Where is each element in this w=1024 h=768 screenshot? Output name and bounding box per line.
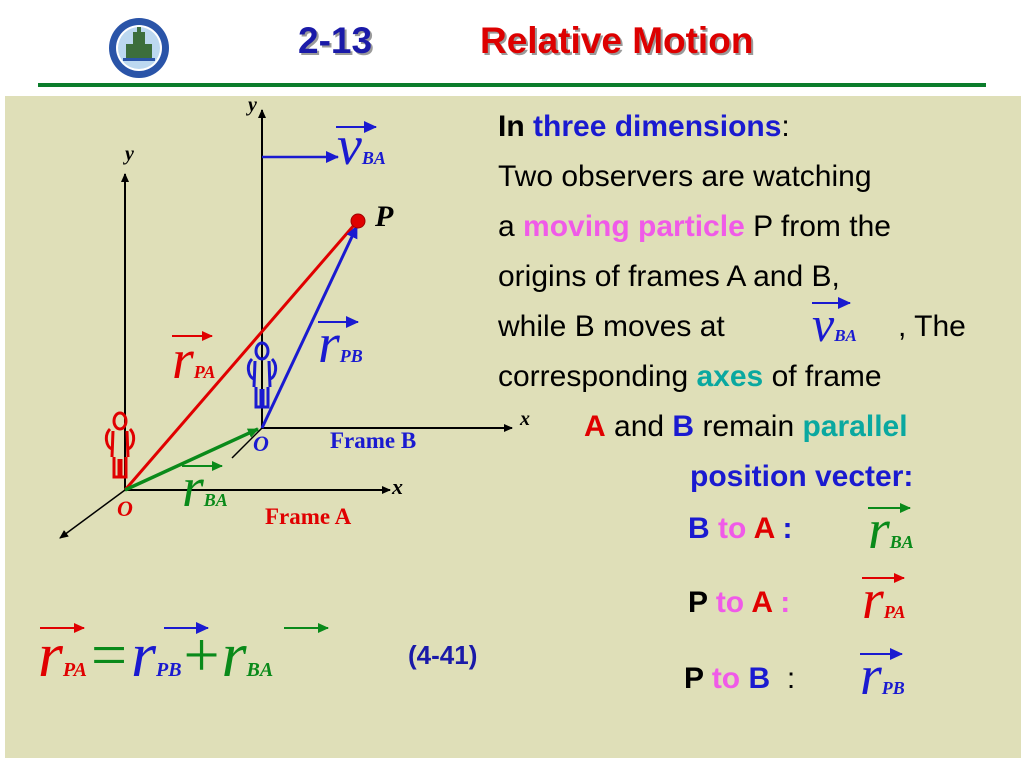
- r-ba-vector: [124, 427, 259, 492]
- row-p-to-a-symbol: rPA: [862, 569, 906, 631]
- text-line-6: corresponding axes of frame: [498, 360, 882, 393]
- row-p-to-a: P to A :: [688, 586, 791, 619]
- text-line-3: a moving particle P from the: [498, 210, 891, 243]
- r-ba-symbol: rBA: [182, 457, 228, 519]
- frame-b-label: Frame B: [330, 428, 417, 453]
- text-v-ba-symbol: vBA: [812, 296, 857, 352]
- r-pb-symbol: rPB: [318, 313, 363, 375]
- r-pa-symbol: rPA: [172, 329, 216, 391]
- row-p-to-b-symbol: rPB: [860, 645, 905, 707]
- row-b-to-a-symbol: rBA: [868, 499, 914, 561]
- r-pa-vector: [123, 223, 357, 491]
- title-divider: [38, 83, 986, 87]
- r-pb-vector: [260, 225, 359, 429]
- row-p-to-b: P to B :: [684, 662, 796, 695]
- equation: rPA=rPB+rBA: [38, 619, 274, 690]
- slide-title: Relative Motion: [480, 20, 754, 61]
- particle-p-dot: [350, 213, 366, 229]
- row-b-to-a: B to A :: [688, 512, 793, 545]
- text-line-4: origins of frames A and B,: [498, 260, 840, 293]
- particle-p-label: P: [375, 200, 394, 233]
- university-logo: [109, 18, 169, 78]
- frame-b-y-label: y: [248, 94, 257, 116]
- content-panel: [5, 96, 1021, 758]
- equation-number: (4-41): [408, 640, 478, 670]
- position-vector-heading: position vecter:: [690, 460, 914, 493]
- text-line-5b: , The: [898, 310, 966, 343]
- observer-a-figure: [104, 411, 136, 479]
- frame-b-x-label: x: [520, 408, 530, 430]
- text-line-2: Two observers are watching: [498, 160, 872, 193]
- frame-a-z-axis: [59, 489, 126, 539]
- text-line-5a: while B moves at: [498, 310, 725, 343]
- frame-a-label: Frame A: [265, 504, 352, 529]
- v-ba-symbol: vBA: [337, 115, 386, 177]
- origin-b-label: O: [253, 431, 269, 456]
- text-line-7: A and B remain parallel: [584, 410, 908, 443]
- origin-a-label: O: [117, 496, 133, 521]
- frame-a-x-label: x: [392, 474, 403, 499]
- text-line-1: In three dimensions:: [498, 110, 790, 143]
- frame-a-y-label: y: [125, 143, 134, 165]
- section-number: 2-13: [298, 20, 373, 61]
